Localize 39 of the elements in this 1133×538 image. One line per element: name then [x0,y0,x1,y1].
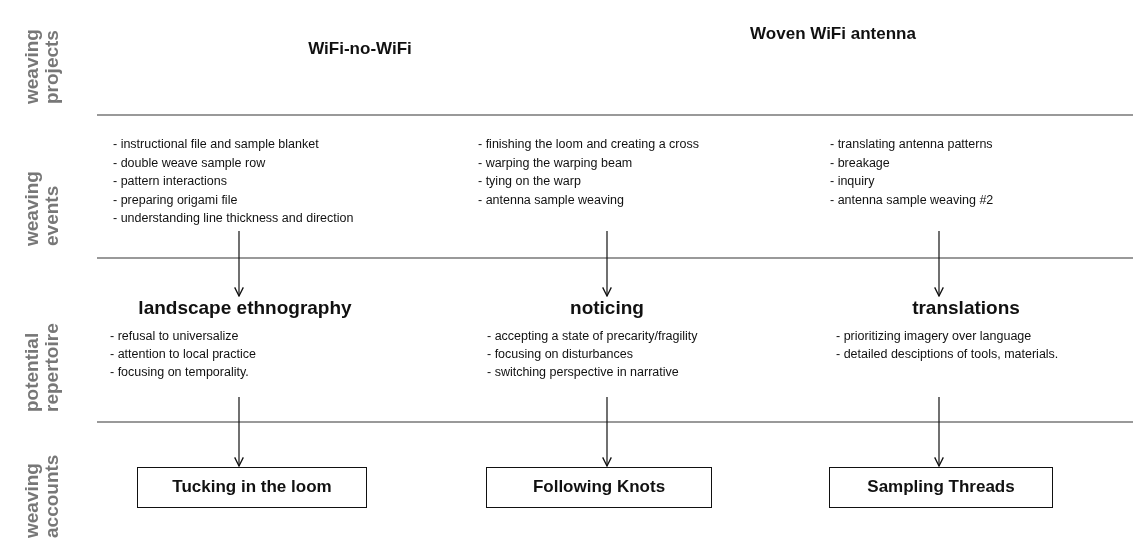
row-label: potential repertoire [22,322,62,412]
event-item: - antenna sample weaving #2 [830,191,995,209]
repertoire-item: - focusing on temporality. [110,364,250,381]
repertoire-heading: noticing [569,297,645,319]
event-item: - warping the warping beam [478,154,634,172]
event-item: - understanding line thickness and direction [113,210,355,227]
event-item: - pattern interactions [113,173,228,190]
repertoire-item: - attention to local practice [110,346,257,363]
repertoire-item: - switching perspective in narrative [487,364,680,381]
arrow [934,396,944,467]
repertoire-heading: translations [911,297,1021,319]
arrow [602,396,612,467]
event-item: - inquiry [830,173,876,190]
event-item: - finishing the loom and creating a cross [478,136,700,153]
account-box: Tucking in the loom [137,467,367,508]
event-item: - double weave sample row [113,154,267,172]
repertoire-item: - detailed desciptions of tools, materials. [836,346,1060,363]
event-item: - antenna sample weaving [478,191,625,209]
project-title: WiFi-no-WiFi [307,38,413,60]
repertoire-item: - accepting a state of precarity/fragility [487,328,699,345]
event-item: - preparing origami file [113,191,239,209]
arrow [234,396,244,467]
project-title: Woven WiFi antenna [749,23,917,45]
row-label: weaving events [22,170,62,246]
arrow [934,230,944,297]
event-item: - breakage [830,154,891,172]
arrow [602,230,612,297]
account-box: Sampling Threads [829,467,1053,508]
account-box: Following Knots [486,467,712,508]
row-label: weaving projects [22,28,62,104]
event-item: - instructional file and sample blanket [113,136,320,153]
repertoire-item: - focusing on disturbances [487,346,634,363]
event-item: - translating antenna patterns [830,136,994,153]
row-label: weaving accounts [22,453,62,538]
repertoire-item: - prioritizing imagery over language [836,328,1033,345]
repertoire-heading: landscape ethnography [137,297,353,319]
arrow [234,230,244,297]
event-item: - tying on the warp [478,173,582,190]
repertoire-item: - refusal to universalize [110,328,240,345]
